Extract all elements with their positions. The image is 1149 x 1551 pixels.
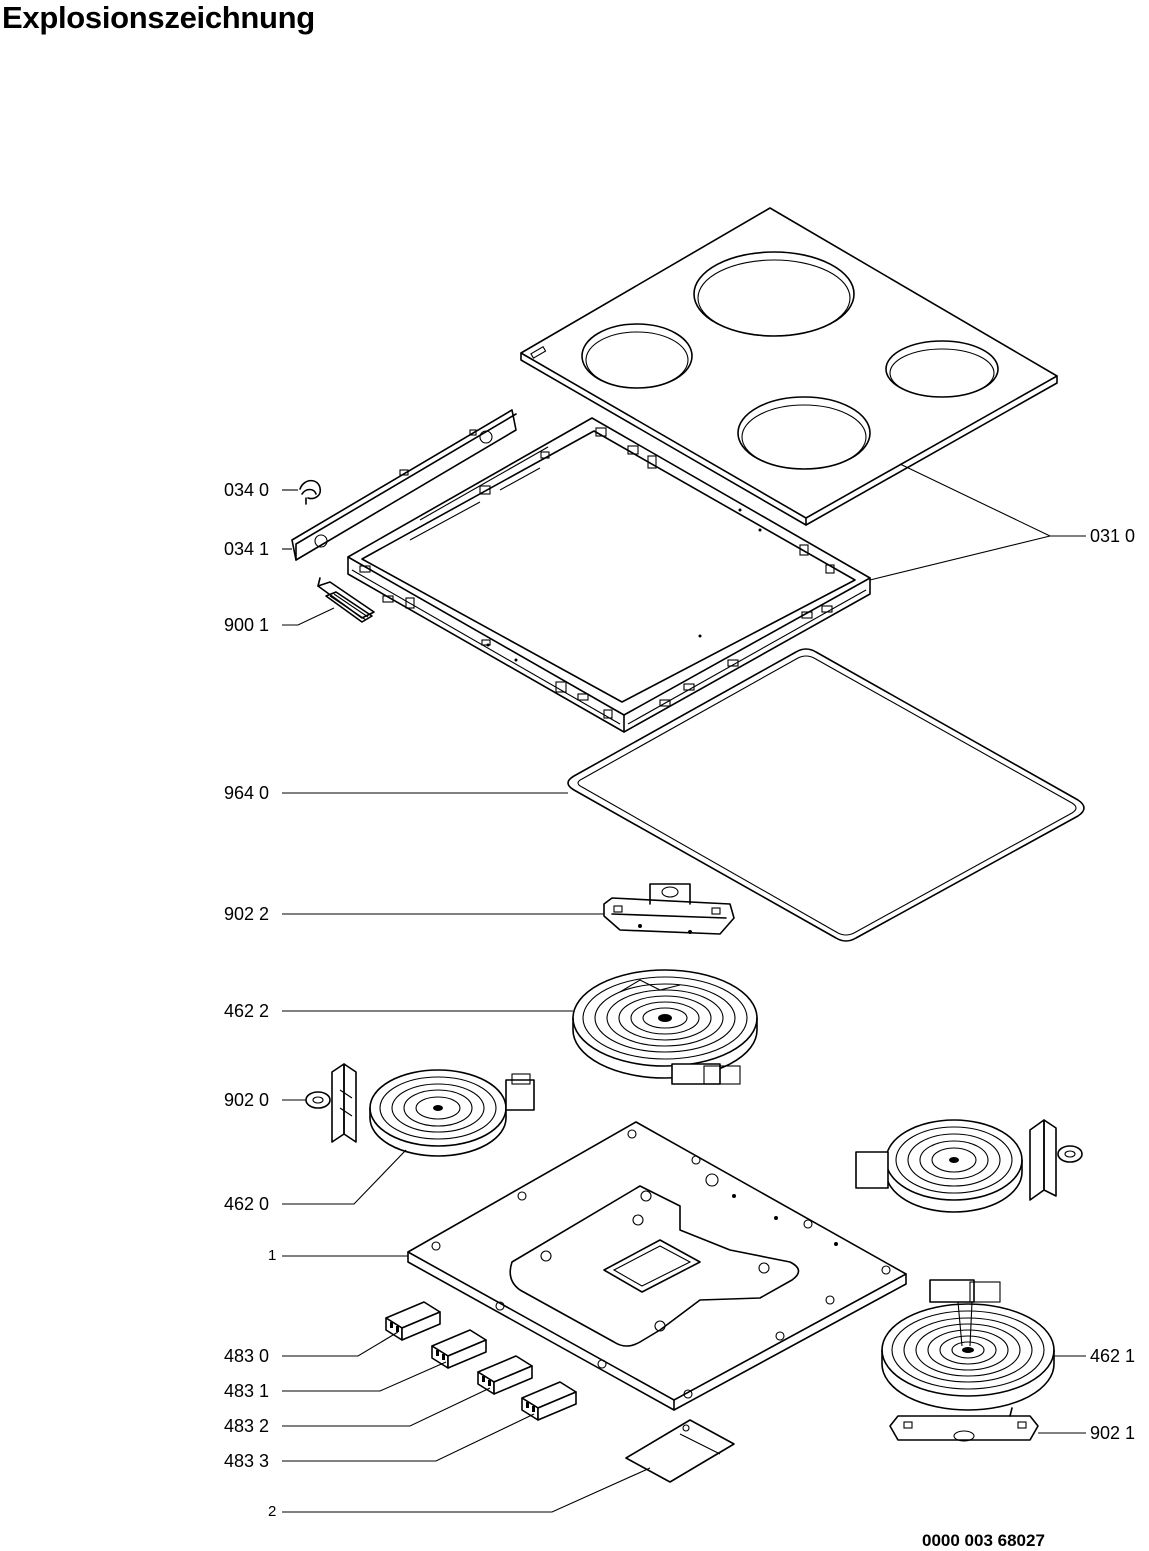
label-031-0: 031 0	[1090, 526, 1136, 546]
terminal-block-3	[521, 1381, 577, 1421]
label-483-3: 483 3	[224, 1451, 270, 1471]
label-462-0: 462 0	[224, 1194, 270, 1214]
document-number: 0000 003 68027	[922, 1531, 1045, 1550]
label-902-1: 902 1	[1090, 1423, 1136, 1443]
cover-plate	[625, 1419, 735, 1483]
label-964-0: 964 0	[224, 783, 270, 803]
radiant-heater-medium-drawing	[881, 1279, 1055, 1411]
leader-lines	[282, 463, 1086, 1513]
radiant-heater-small-right	[855, 1119, 1083, 1213]
heater-bracket-top	[603, 883, 735, 935]
radiant-heater-small-left	[369, 1069, 535, 1157]
heater-bracket-left	[305, 1063, 357, 1143]
seal-gasket	[567, 648, 1085, 942]
label-462-1: 462 1	[1090, 1346, 1136, 1366]
label-902-2: 902 2	[224, 904, 270, 924]
glass-ceramic-top	[520, 207, 1058, 526]
cooktop-frame	[347, 417, 871, 733]
label-902-0: 902 0	[224, 1090, 270, 1110]
label-034-0: 034 0	[224, 480, 270, 500]
label-2: 2	[268, 1503, 277, 1520]
radiant-heater-large	[572, 969, 758, 1085]
connector-clip	[317, 577, 375, 623]
label-034-1: 034 1	[224, 539, 270, 559]
label-483-0: 483 0	[224, 1346, 270, 1366]
base-plate	[407, 1121, 907, 1411]
label-462-2: 462 2	[224, 1001, 270, 1021]
label-483-1: 483 1	[224, 1381, 270, 1401]
clamp	[299, 479, 322, 505]
terminal-block-0	[385, 1301, 441, 1341]
mounting-bracket	[291, 409, 517, 561]
label-900-1: 900 1	[224, 615, 270, 635]
terminal-block-2	[477, 1355, 533, 1395]
label-1: 1	[268, 1247, 277, 1264]
heater-bracket-bottom	[889, 1407, 1039, 1442]
terminal-block-1	[431, 1329, 487, 1369]
label-483-2: 483 2	[224, 1416, 270, 1436]
page-title: Explosionszeichnung	[2, 0, 315, 35]
